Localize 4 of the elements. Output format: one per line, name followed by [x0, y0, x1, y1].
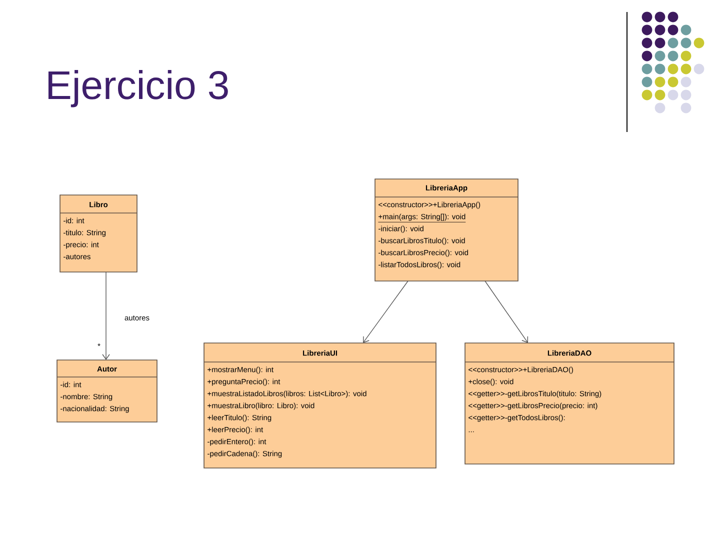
- slide-title: Ejercicio 3: [48, 70, 228, 108]
- arrow: [363, 280, 408, 343]
- arrow: [484, 280, 528, 343]
- arrow: [102, 272, 110, 360]
